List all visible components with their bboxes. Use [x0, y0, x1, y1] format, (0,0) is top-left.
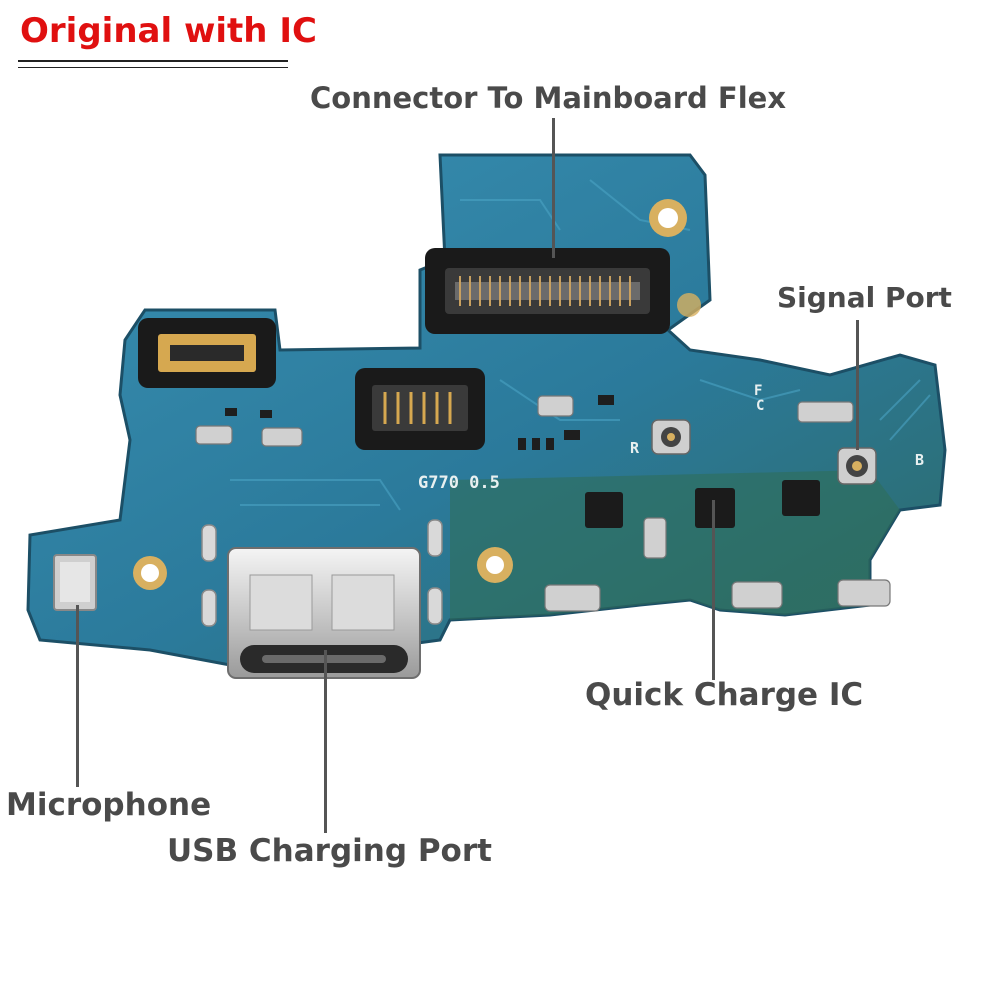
board-letter-f: F — [754, 383, 762, 399]
left-board-connector — [138, 318, 276, 388]
title-underline-top — [18, 60, 288, 62]
leader-connector — [552, 118, 555, 258]
leader-quick-charge — [712, 500, 715, 680]
mounting-holes — [133, 199, 701, 590]
leader-signal — [856, 320, 859, 450]
board-silkscreen-model: G770 0.5 — [418, 473, 500, 493]
callout-usb-label: USB Charging Port — [167, 833, 492, 869]
mainboard-flex-connector — [425, 248, 670, 334]
board-letter-b: B — [915, 451, 924, 469]
callout-quick-charge-label: Quick Charge IC — [585, 677, 864, 713]
title-underline-bottom — [18, 67, 288, 68]
page-title: Original with IC — [20, 11, 317, 51]
leader-usb — [324, 650, 327, 833]
quick-charge-ic-chips — [585, 480, 820, 528]
callout-microphone-label: Microphone — [6, 787, 212, 823]
callout-connector-label: Connector To Mainboard Flex — [310, 81, 787, 115]
board-letter-r: R — [630, 439, 640, 457]
middle-board-connector — [355, 368, 485, 450]
microphone-component — [53, 554, 97, 611]
usb-charging-port-component — [227, 547, 421, 679]
board-letter-c: C — [756, 398, 764, 414]
callout-signal-label: Signal Port — [777, 281, 952, 314]
leader-microphone — [76, 605, 79, 787]
